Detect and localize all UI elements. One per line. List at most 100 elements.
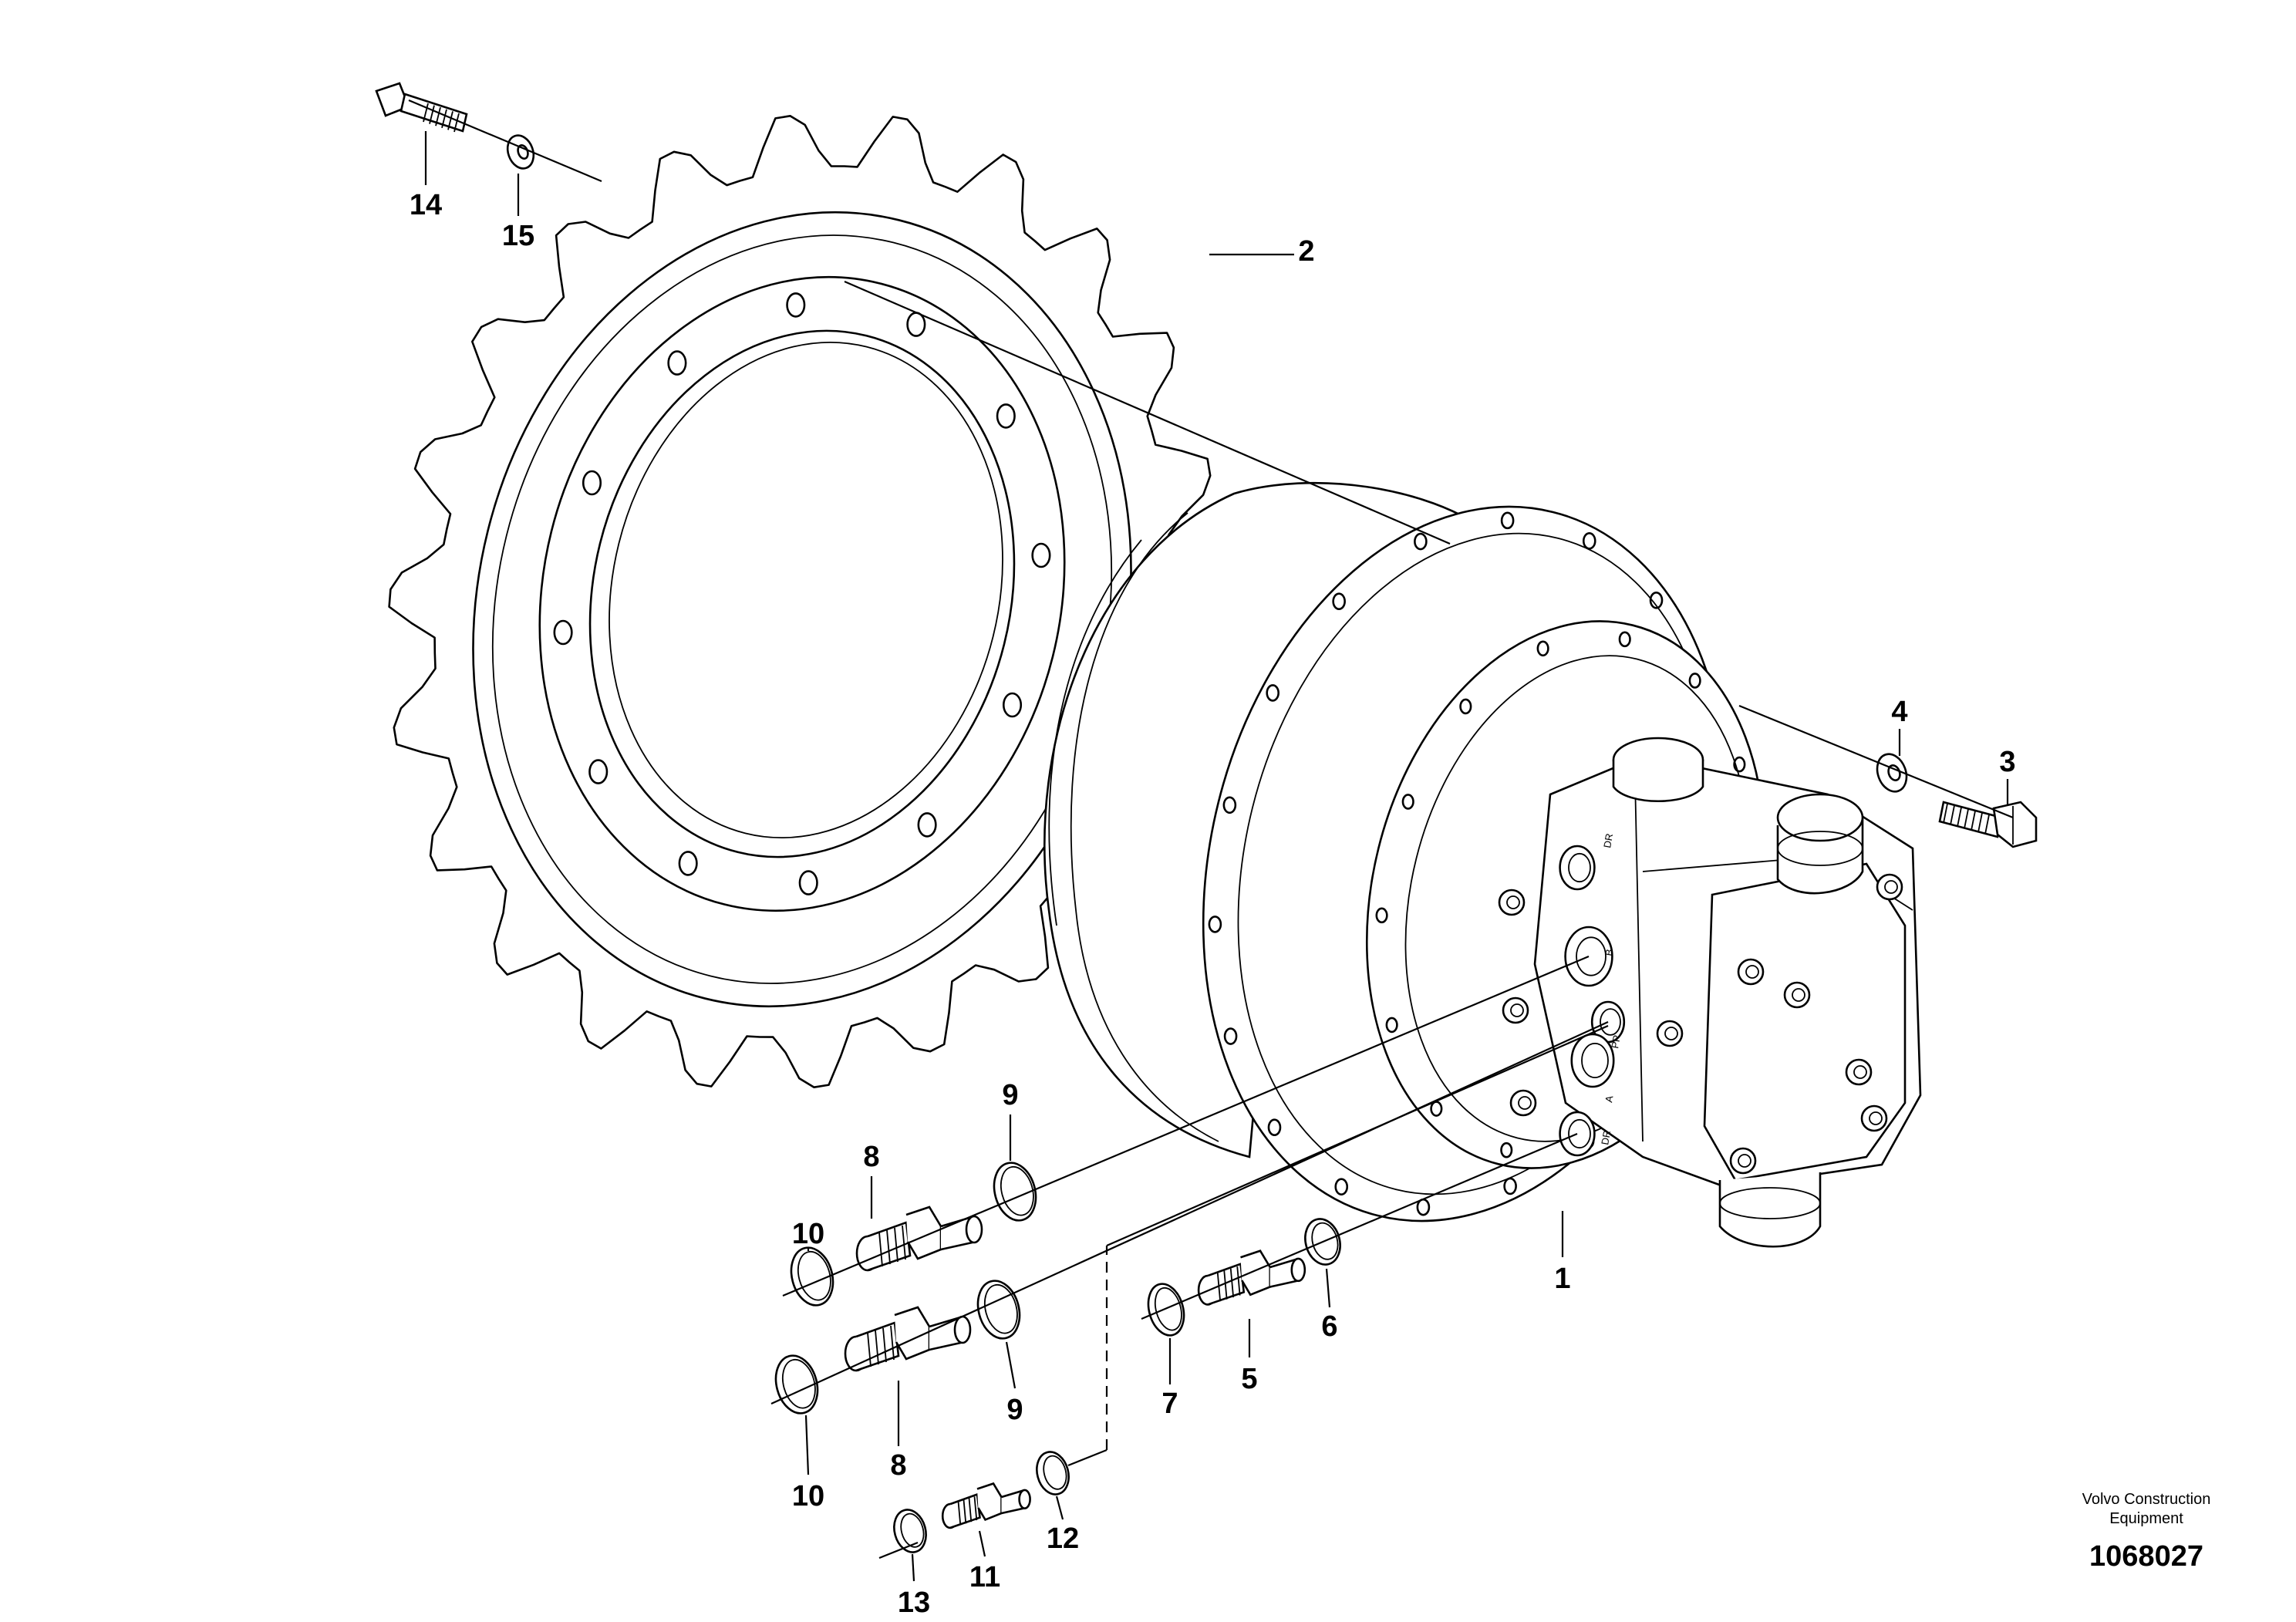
fitting-11-end: [1018, 1489, 1031, 1510]
fitting-8-lower-thread: [867, 1332, 872, 1367]
motor-drum-band: [1070, 512, 1219, 1142]
callout-7: 7: [1161, 1388, 1178, 1420]
brand-line-2: Equipment: [2109, 1510, 2183, 1527]
fitting-8-upper-thread: [886, 1229, 891, 1265]
centerline-o-ring-13: [878, 1541, 919, 1560]
callout-12: 12: [1047, 1523, 1079, 1555]
fitting-5-hex: [1240, 1249, 1272, 1297]
flange-bolt-hole: [1208, 916, 1222, 933]
centerline-port-b: [782, 955, 1590, 1297]
plug-bottom: [1718, 1172, 1822, 1248]
valve-bolt-head: [1869, 1111, 1883, 1125]
sprocket-bolt-circle: [538, 275, 1066, 912]
flange-bolt-hole: [1332, 592, 1346, 611]
bolt-14-thread-line: [435, 106, 441, 126]
centerline-fitting-11: [1067, 1448, 1108, 1467]
fitting-11-hex: [976, 1482, 1003, 1522]
leader-10-lower: [804, 1415, 810, 1475]
o-ring-10-lower-inner: [781, 1358, 816, 1409]
fitting-8-upper-thread: [878, 1232, 883, 1267]
cover-bolt-hole: [1401, 794, 1414, 810]
cover-bolt-hole: [1375, 907, 1388, 924]
valve-bolt-head: [1745, 965, 1759, 979]
callout-10-upper: 10: [792, 1218, 824, 1250]
sprocket: [388, 115, 1216, 1088]
o-ring-7: [1147, 1283, 1185, 1337]
port-a: [1570, 1033, 1615, 1088]
port-marking-dr-top: DR: [1601, 832, 1615, 848]
valve-bolt: [1509, 1089, 1537, 1117]
sprocket-bolt-hole: [906, 312, 926, 337]
valve-bolt-head: [1506, 895, 1520, 909]
valve-bolt: [1729, 1147, 1757, 1175]
callout-9-lower: 9: [1006, 1394, 1023, 1426]
flange-bolt-hole: [1649, 591, 1664, 609]
brand-line-1: Volvo Construction: [2082, 1491, 2211, 1508]
valve-bolt: [1783, 981, 1811, 1009]
valve-bolt: [1502, 996, 1529, 1024]
drawing-number: 1068027: [2089, 1540, 2203, 1573]
fitting-5-thread: [1229, 1268, 1235, 1298]
sprocket-bolt-hole: [588, 759, 609, 784]
cover-bolt-hole: [1459, 698, 1472, 715]
bolt-14-thread-line: [429, 105, 435, 124]
leader-lines: [408, 99, 2014, 1582]
fitting-8-upper-thread: [902, 1225, 906, 1260]
sprocket-bolt-hole: [786, 292, 806, 318]
callout-2: 2: [1298, 235, 1314, 268]
fitting-5-end: [1290, 1257, 1306, 1283]
port-marking-dr-bottom: DR: [1599, 1129, 1613, 1145]
port-dr-top-bore: [1568, 852, 1591, 883]
valve-bolt: [1737, 958, 1765, 986]
motor-drum-band-2: [1048, 539, 1142, 926]
bolt-3-thread-line: [1964, 809, 1969, 829]
port-holes: [1559, 845, 1626, 1157]
fitting-11-thread: [968, 1498, 973, 1523]
sprocket-bolt-hole: [1002, 692, 1023, 718]
fitting-8-lower-thread: [890, 1325, 895, 1361]
fitting-11-thread: [973, 1496, 978, 1521]
o-ring-10-upper-inner: [797, 1250, 831, 1301]
bolt-3: [1938, 801, 2038, 848]
fitting-8-upper-hex: [905, 1206, 942, 1260]
flange-bolt-hole: [1266, 684, 1279, 702]
valve-bolt-head: [1853, 1065, 1867, 1079]
o-ring-12-inner: [1043, 1455, 1067, 1490]
fitting-8-lower-thread: [875, 1330, 879, 1365]
flange-bolt-hole: [1414, 532, 1428, 551]
port-marking-pp: PP: [1609, 1034, 1623, 1050]
sprocket-bolt-hole: [678, 851, 698, 876]
flange-bolt-hole: [1503, 1177, 1517, 1195]
valve-side-plate: [1703, 862, 1907, 1182]
o-ring-10-lower: [774, 1354, 819, 1415]
sprocket-bolt-hole: [553, 619, 573, 646]
flange-bolt-hole: [1267, 1118, 1282, 1137]
port-marking-a: A: [1603, 1094, 1615, 1103]
sprocket-bolt-holes: [553, 292, 1051, 895]
leader-11: [978, 1530, 986, 1557]
port-dr-bottom-bore: [1568, 1118, 1591, 1149]
sprocket-bolt-hole: [667, 350, 687, 376]
port-marking-b: B: [1603, 948, 1615, 956]
fitting-8-upper-thread: [894, 1227, 899, 1263]
fitting-8-upper-end: [965, 1215, 983, 1244]
sprocket-bore-inner: [609, 342, 1003, 838]
callout-14: 14: [410, 189, 442, 221]
fitting-11-thread: [957, 1501, 962, 1526]
callout-3: 3: [1999, 746, 2015, 778]
port-b-bore: [1576, 936, 1607, 976]
fitting-5-thread: [1223, 1270, 1228, 1300]
valve-bolt: [1656, 1020, 1684, 1047]
callout-4: 4: [1891, 696, 1907, 728]
valve-bolt-head: [1664, 1027, 1678, 1040]
leader-13: [911, 1553, 915, 1582]
washer-4: [1876, 753, 1908, 793]
centerline-port-pp: [770, 1020, 1609, 1405]
cover-bolt-hole: [1618, 631, 1631, 648]
bolt-3-thread-line: [1950, 805, 1955, 825]
valve-bolt: [1860, 1104, 1888, 1132]
centerline-bolt-3: [1738, 704, 2014, 819]
flange-bolt-hole: [1334, 1178, 1349, 1195]
callout-1: 1: [1554, 1263, 1570, 1295]
flange-bolt-hole: [1500, 511, 1515, 530]
